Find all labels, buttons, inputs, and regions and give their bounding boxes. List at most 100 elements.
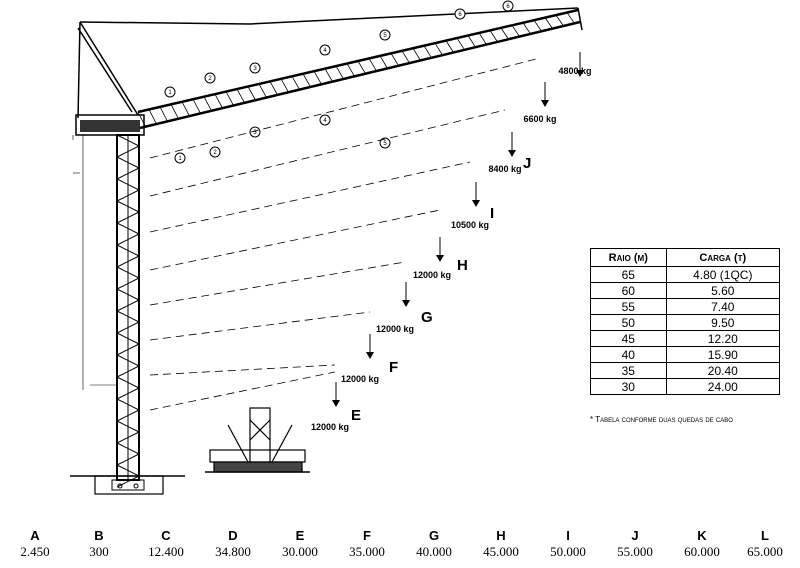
- load-caption: 6600 kg: [523, 114, 556, 124]
- radius-cell: 65: [590, 266, 667, 283]
- boom-section-marker: 6: [502, 0, 514, 12]
- boom-section-marker: 3: [249, 126, 261, 138]
- dimension-value: 55.000: [617, 544, 653, 559]
- load-hook: 12000 kg G: [376, 282, 433, 334]
- load-cell: 7.40: [665, 298, 781, 315]
- dimension-letter: K: [697, 528, 707, 543]
- boom-section-marker: 4: [319, 44, 331, 56]
- dimension-value: 35.000: [349, 544, 385, 559]
- load-cell: 4.80 (1QC): [665, 266, 781, 283]
- svg-text:2: 2: [208, 76, 212, 82]
- boom-section-marker: 6: [454, 8, 466, 20]
- load-cell: 9.50: [665, 314, 781, 331]
- counterweight-base: [205, 407, 310, 473]
- boom-section-marker: 1: [174, 152, 186, 164]
- dimension-value: 2.450: [20, 544, 50, 559]
- svg-text:5: 5: [383, 33, 387, 39]
- svg-text:4: 4: [323, 118, 327, 124]
- svg-text:3: 3: [253, 130, 257, 136]
- boom-section-marker: 5: [379, 29, 391, 41]
- dimension-letter: I: [566, 528, 570, 543]
- load-caption: 12000 kg: [413, 270, 451, 280]
- dimension-value: 30.000: [282, 544, 318, 559]
- svg-text:4: 4: [323, 48, 327, 54]
- load-position-letter: H: [457, 257, 468, 274]
- load-caption: 4800 kg: [558, 66, 591, 76]
- jib-lower-positions: [149, 57, 541, 411]
- radius-cell: 35: [590, 362, 667, 379]
- jib: [137, 7, 583, 130]
- a-frame: [77, 7, 579, 119]
- boom-section-marker: 1: [164, 86, 176, 98]
- load-cell: 5.60: [665, 282, 781, 299]
- load-hook: 6600 kg: [523, 82, 557, 124]
- dimension-value: 34.800: [215, 544, 251, 559]
- boom-section-marker: 2: [209, 146, 221, 158]
- load-cell: 20.40: [665, 362, 781, 379]
- radius-cell: 50: [590, 314, 667, 331]
- jib-position-line: [149, 261, 406, 306]
- boom-section-marker: 3: [249, 62, 261, 74]
- load-hook: 4800 kg: [558, 52, 592, 77]
- load-hook: 10500 kgI: [451, 182, 494, 230]
- dimension-letter: F: [363, 528, 371, 543]
- table-note: * Tabela conforme duas quedas de cabo: [590, 415, 733, 424]
- boom-section-marker: 2: [204, 72, 216, 84]
- dimension-letter: J: [631, 528, 639, 543]
- dimension-letter: A: [30, 528, 40, 543]
- load-cell: 12.20: [665, 330, 781, 347]
- header-load: Carga (t): [665, 248, 781, 267]
- boom-section-marker: 5: [379, 137, 391, 149]
- load-position-letter: E: [351, 407, 361, 424]
- dimension-value: 40.000: [416, 544, 452, 559]
- cab-platform: [75, 114, 145, 136]
- load-caption: 12000 kg: [311, 422, 349, 432]
- dimension-value: 50.000: [550, 544, 586, 559]
- svg-text:1: 1: [178, 156, 182, 162]
- load-hook: 12000 kg F: [341, 334, 398, 384]
- load-caption: 12000 kg: [341, 374, 379, 384]
- svg-text:3: 3: [253, 66, 257, 72]
- load-position-letter: J: [523, 155, 531, 172]
- tower-mast: [72, 134, 140, 488]
- load-cell: 15.90: [665, 346, 781, 363]
- dimension-letter: C: [161, 528, 171, 543]
- svg-text:6: 6: [506, 4, 510, 10]
- load-position-letter: I: [490, 205, 494, 222]
- load-position-letter: F: [389, 359, 398, 376]
- radius-cell: 55: [590, 298, 667, 315]
- jib-position-line: [149, 311, 371, 341]
- radius-cell: 60: [590, 282, 667, 299]
- dimension-value: 65.000: [747, 544, 783, 559]
- dimension-value: 300: [89, 544, 109, 559]
- load-hook: 12000 kg H: [413, 237, 468, 280]
- dimension-letter: B: [94, 528, 104, 543]
- load-hook: 12000 kgE: [311, 382, 361, 432]
- dimension-letter: E: [295, 528, 305, 543]
- dimension-letter: G: [428, 528, 440, 543]
- jib-position-line: [149, 109, 506, 197]
- radius-cell: 45: [590, 330, 667, 347]
- load-caption: 12000 kg: [376, 324, 414, 334]
- svg-text:2: 2: [213, 150, 217, 156]
- load-cell: 24.00: [665, 378, 781, 395]
- dimension-value: 60.000: [684, 544, 720, 559]
- load-position-letter: G: [421, 309, 433, 326]
